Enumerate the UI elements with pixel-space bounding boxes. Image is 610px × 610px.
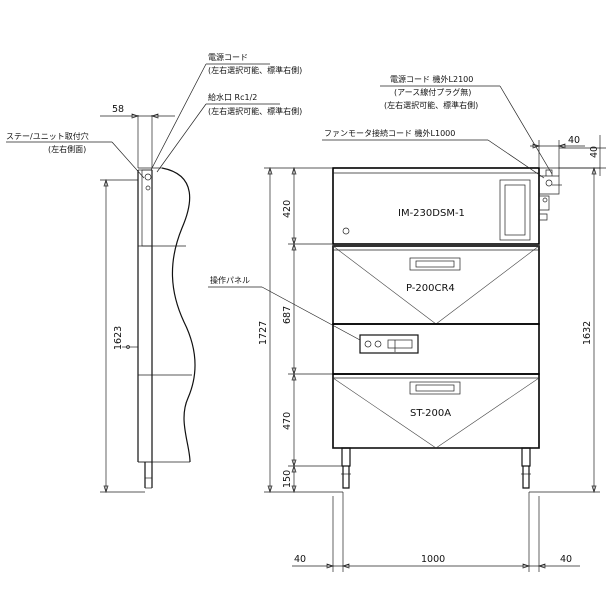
dim-side-height: 1623: [113, 326, 124, 350]
callout-stay-hole-note: (左右側面): [48, 144, 86, 154]
callout-power-cord-right-note2: (左右選択可能、標準右側): [384, 100, 478, 110]
dim-height-top: 420: [282, 200, 293, 218]
callout-control-panel: 操作パネル: [210, 275, 250, 285]
dim-bottom-right: 40: [560, 554, 572, 565]
front-dimensions: 1727 420 687 470 150 1632 40 40 40 1000: [258, 135, 606, 572]
callout-power-cord-left-note: (左右選択可能、標準右側): [208, 65, 302, 75]
dim-total-height: 1727: [258, 321, 269, 345]
model-top-label: IM-230DSM-1: [398, 208, 465, 219]
front-view: IM-230DSM-1 P-200CR4 ST-200A: [332, 167, 562, 489]
dim-bottom-width: 1000: [421, 554, 445, 565]
right-callouts: 電源コード 機外L2100 (アース線付プラグ無) (左右選択可能、標準右側) …: [208, 74, 553, 341]
callout-water-inlet-note: (左右選択可能、標準右側): [208, 106, 302, 116]
model-bottom-label: ST-200A: [410, 408, 451, 419]
callout-power-cord-right-note1: (アース線付プラグ無): [394, 87, 471, 97]
dim-side-top: 58: [112, 104, 124, 115]
callout-power-cord-left: 電源コード: [208, 53, 248, 62]
side-view: 58 1623: [100, 104, 196, 494]
callout-stay-hole: ステー/ユニット取付穴: [6, 131, 89, 141]
dim-bottom-left: 40: [294, 554, 306, 565]
model-middle-label: P-200CR4: [406, 283, 455, 294]
dim-height-bot: 470: [282, 412, 293, 430]
callout-fan-motor-cord: ファンモータ接続コード 機外L1000: [324, 128, 455, 138]
callout-power-cord-right: 電源コード 機外L2100: [390, 74, 473, 84]
left-callouts: 電源コード (左右選択可能、標準右側) 給水口 Rc1/2 (左右選択可能、標準…: [6, 53, 302, 179]
callout-water-inlet: 給水口 Rc1/2: [208, 92, 257, 102]
dim-right-top-height: 40: [589, 146, 600, 158]
dim-right-height: 1632: [582, 321, 593, 345]
dim-right-top-width: 40: [568, 135, 580, 146]
dim-height-leg: 150: [282, 470, 293, 488]
dim-height-mid: 687: [282, 306, 293, 324]
